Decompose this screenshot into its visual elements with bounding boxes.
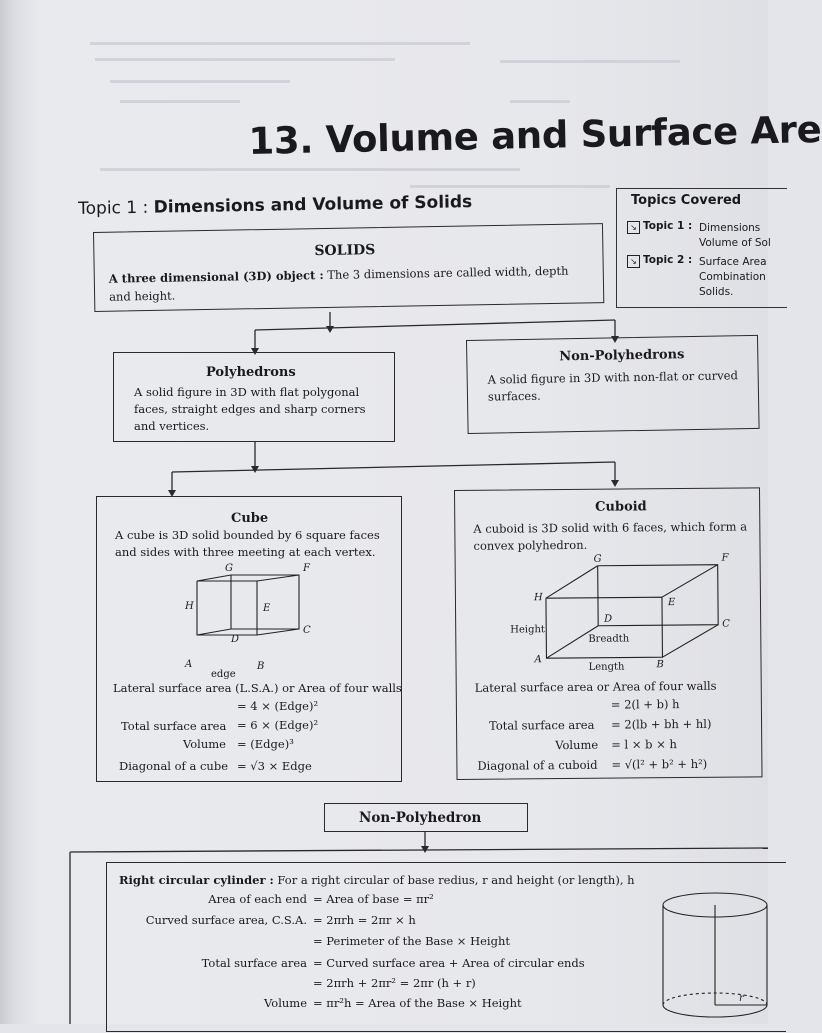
cylinder-row-4-value: = Curved surface area + Area of circular… (313, 956, 585, 970)
cylinder-row-3-value: = Perimeter of the Base × Height (313, 934, 510, 948)
cuboid-vertex-d: D (603, 614, 612, 625)
cuboid-vertex-b: B (655, 659, 663, 670)
cube-tsa-value: = 6 × (Edge)² (237, 718, 319, 732)
cylinder-intro: Right circular cylinder : For a right ci… (119, 872, 635, 889)
cylinder-box: Right circular cylinder : For a right ci… (106, 862, 786, 1032)
cube-vertex-d: D (230, 634, 239, 645)
cylinder-radius-label: r (739, 993, 745, 1004)
cuboid-vertex-c: C (722, 619, 730, 630)
cube-edge-label: edge (211, 669, 236, 680)
polyhedrons-line-2: faces, straight edges and sharp corners (134, 402, 366, 416)
topics-covered-box: Topics Covered ↘Topic 1 : Dimensions Vol… (616, 188, 787, 308)
cube-volume-label: Volume (183, 737, 226, 751)
polyhedrons-line-1: A solid figure in 3D with flat polygonal (134, 385, 360, 399)
cube-tsa-label: Total surface area (121, 719, 227, 733)
flow-connectors (69, 312, 769, 1024)
cuboid-box: Cuboid A cuboid is 3D solid with 6 faces… (454, 487, 763, 780)
cylinder-row-4-label: Total surface area (201, 956, 307, 970)
cylinder-diagram: r (662, 892, 768, 1018)
arrow-box-icon: ↘ (627, 221, 640, 234)
cuboid-volume-label: Volume (555, 737, 599, 753)
topic-2-desc-line-1: Surface Area (699, 256, 767, 268)
cuboid-length-label: Length (589, 662, 626, 673)
cube-vertex-h: H (184, 601, 194, 612)
cuboid-vertex-a: A (533, 654, 541, 665)
cube-lsa-label: Lateral surface area (L.S.A.) or Area of… (113, 681, 402, 695)
cuboid-volume-value: = l × b × h (611, 737, 677, 752)
non-polyhedrons-box: Non-Polyhedrons A solid figure in 3D wit… (466, 334, 760, 434)
topics-covered-item-1[interactable]: ↘Topic 1 : (627, 219, 692, 234)
cube-box: Cube A cube is 3D solid bounded by 6 squ… (96, 496, 402, 782)
cuboid-lsa-value: = 2(l + b) h (610, 697, 680, 712)
topic-1-desc-line-2: Volume of Sol (699, 237, 771, 249)
cube-vertex-a: A (184, 659, 192, 670)
topics-covered-item-2[interactable]: ↘Topic 2 : (627, 253, 692, 268)
cuboid-vertex-f: F (721, 553, 730, 564)
cuboid-diagram: G F H E C D A B Height Breadth Length (510, 553, 730, 673)
cylinder-row-6-label: Volume (264, 996, 307, 1010)
cuboid-vertex-g: G (594, 554, 602, 565)
cube-diagonal-value: = √3 × Edge (237, 759, 312, 773)
non-polyhedrons-line-1: A solid figure in 3D with non-flat or cu… (487, 368, 738, 387)
cylinder-row-1-label: Area of each end (208, 892, 307, 906)
topics-covered-title: Topics Covered (631, 193, 742, 208)
cylinder-row-1-value: = Area of base = πr² (313, 892, 434, 906)
cuboid-tsa-label: Total surface area (488, 717, 595, 733)
non-polyhedrons-title: Non-Polyhedrons (559, 347, 685, 365)
topic-1-desc-line-1: Dimensions (699, 222, 761, 234)
cylinder-intro-rest: For a right circular of base redius, r a… (273, 873, 635, 887)
cylinder-row-2-value: = 2πrh = 2πr × h (313, 913, 416, 927)
topic-2-desc-line-2: Combination (699, 271, 766, 283)
cylinder-row-6-value: = πr²h = Area of the Base × Height (313, 996, 522, 1010)
cube-line-1: A cube is 3D solid bounded by 6 square f… (115, 528, 380, 542)
polyhedrons-line-3: and vertices. (134, 419, 210, 433)
cube-diagonal-label: Diagonal of a cube (119, 759, 228, 773)
cube-vertex-e: E (262, 603, 271, 614)
cuboid-breadth-label: Breadth (588, 633, 630, 644)
cube-line-2: and sides with three meeting at each ver… (115, 545, 376, 559)
cube-diagram: G F H E C D A B edge (184, 563, 311, 680)
cuboid-diagonal-label: Diagonal of a cuboid (477, 757, 598, 773)
cylinder-bold-lead: Right circular cylinder : (119, 873, 274, 887)
polyhedrons-title: Polyhedrons (206, 365, 296, 380)
polyhedrons-box: Polyhedrons A solid figure in 3D with fl… (113, 352, 395, 442)
topic-2-desc-line-3: Solids. (699, 286, 734, 298)
cube-vertex-f: F (302, 563, 311, 574)
cuboid-height-label: Height (510, 624, 545, 635)
non-polyhedron-title: Non-Polyhedron (359, 810, 482, 826)
non-polyhedrons-line-2: surfaces. (487, 388, 541, 404)
cube-lsa-value: = 4 × (Edge)² (237, 699, 319, 713)
cylinder-row-2-label: Curved surface area, C.S.A. (145, 913, 307, 927)
cylinder-row-5-value: = 2πrh + 2πr² = 2πr (h + r) (313, 976, 476, 990)
cube-vertex-b: B (256, 661, 264, 672)
cube-title: Cube (231, 511, 269, 526)
cuboid-diagonal-value: = √(l² + b² + h²) (611, 756, 708, 772)
cube-vertex-g: G (225, 563, 233, 574)
cuboid-vertex-h: H (533, 592, 543, 603)
cube-volume-value: = (Edge)³ (237, 737, 294, 751)
cuboid-vertex-e: E (667, 597, 676, 608)
arrow-box-icon: ↘ (627, 255, 640, 268)
non-polyhedron-box: Non-Polyhedron (324, 803, 528, 832)
cuboid-lsa-label: Lateral surface area or Area of four wal… (474, 678, 717, 695)
cuboid-tsa-value: = 2(lb + bh + hl) (610, 716, 712, 732)
cube-vertex-c: C (303, 625, 311, 636)
